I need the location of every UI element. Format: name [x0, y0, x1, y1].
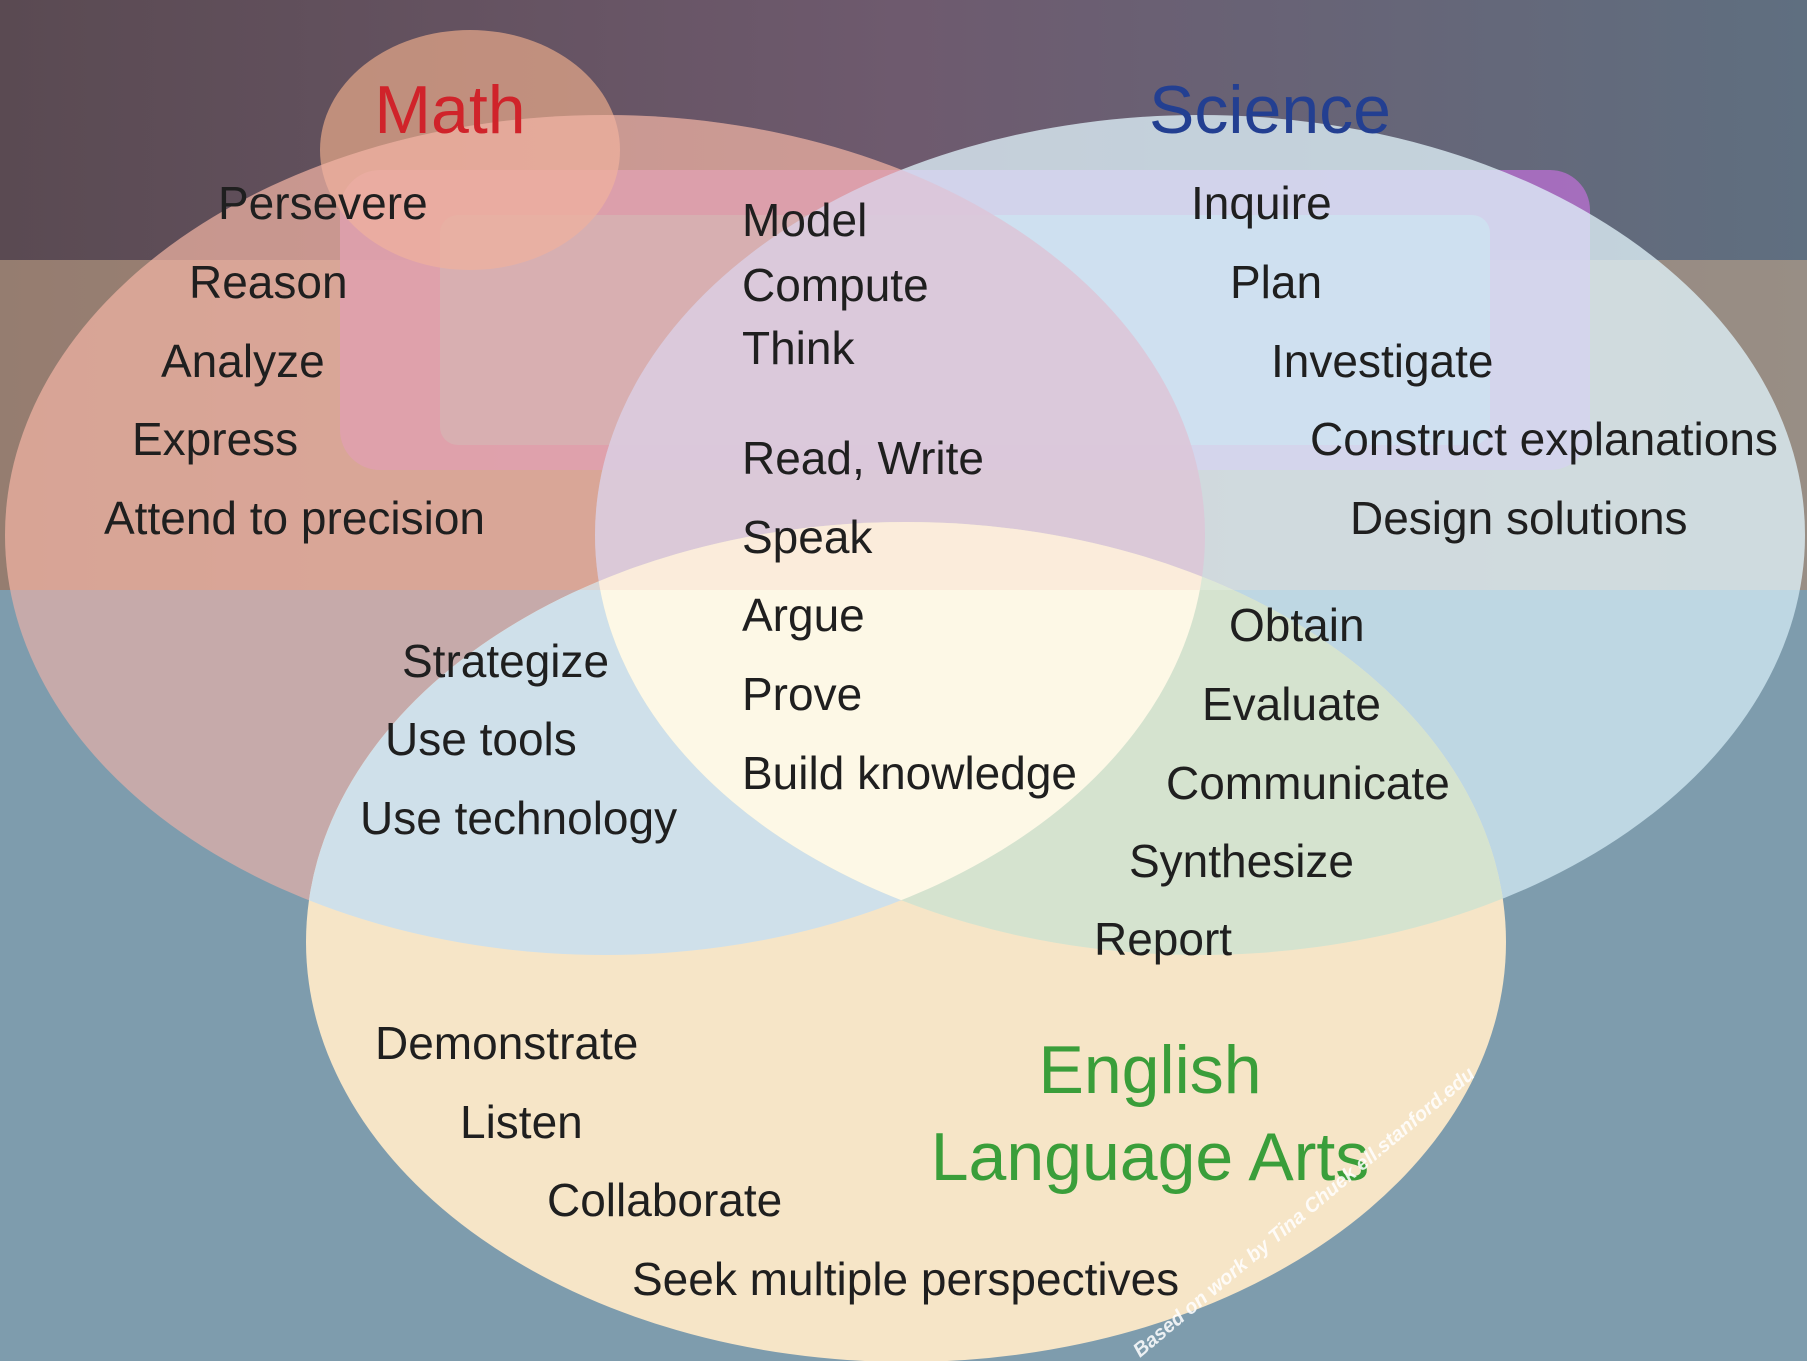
ela-item: Listen	[460, 1096, 583, 1148]
center-item: Build knowledge	[742, 747, 1077, 799]
math-item: Express	[132, 413, 298, 465]
ela-item: Demonstrate	[375, 1017, 638, 1069]
center-item: Read, Write	[742, 432, 984, 484]
math-science-item: Think	[742, 322, 855, 374]
science-item: Inquire	[1191, 177, 1332, 229]
math-item: Reason	[189, 256, 348, 308]
math-ela-item: Strategize	[402, 635, 609, 687]
science-title: Science	[1149, 72, 1391, 148]
math-item: Persevere	[218, 177, 428, 229]
center-item: Argue	[742, 589, 865, 641]
ela-item: Seek multiple perspectives	[632, 1253, 1179, 1305]
center-item: Prove	[742, 668, 862, 720]
math-items: Persevere Reason Analyze Express Attend …	[104, 177, 485, 544]
math-title: Math	[374, 72, 525, 148]
science-ela-items: Obtain Evaluate Communicate Synthesize R…	[1094, 599, 1450, 965]
science-item: Plan	[1230, 256, 1322, 308]
science-ela-item: Obtain	[1229, 599, 1365, 651]
ela-title-line2: Language Arts	[931, 1119, 1370, 1195]
circle-titles: Math Science English Language Arts	[374, 72, 1391, 1195]
math-item: Analyze	[161, 335, 325, 387]
math-science-item: Model	[742, 194, 867, 246]
ela-item: Collaborate	[547, 1174, 782, 1226]
center-item: Speak	[742, 511, 873, 563]
science-ela-item: Communicate	[1166, 757, 1450, 809]
science-item: Design solutions	[1350, 492, 1688, 544]
math-ela-item: Use tools	[385, 713, 577, 765]
ela-title-line1: English	[1038, 1032, 1261, 1108]
math-ela-item: Use technology	[360, 792, 677, 844]
science-ela-item: Synthesize	[1129, 835, 1354, 887]
science-ela-item: Evaluate	[1202, 678, 1381, 730]
math-science-item: Compute	[742, 259, 929, 311]
math-ela-items: Strategize Use tools Use technology	[360, 635, 677, 844]
all-three-items: Read, Write Speak Argue Prove Build know…	[742, 432, 1077, 799]
math-item: Attend to precision	[104, 492, 485, 544]
science-item: Investigate	[1271, 335, 1493, 387]
science-ela-item: Report	[1094, 913, 1232, 965]
science-item: Construct explanations	[1310, 413, 1778, 465]
science-items: Inquire Plan Investigate Construct expla…	[1191, 177, 1778, 544]
ela-items: Demonstrate Listen Collaborate Seek mult…	[375, 1017, 1179, 1305]
math-science-items: Model Compute Think	[742, 194, 929, 374]
upper-overlay	[5, 115, 1805, 590]
